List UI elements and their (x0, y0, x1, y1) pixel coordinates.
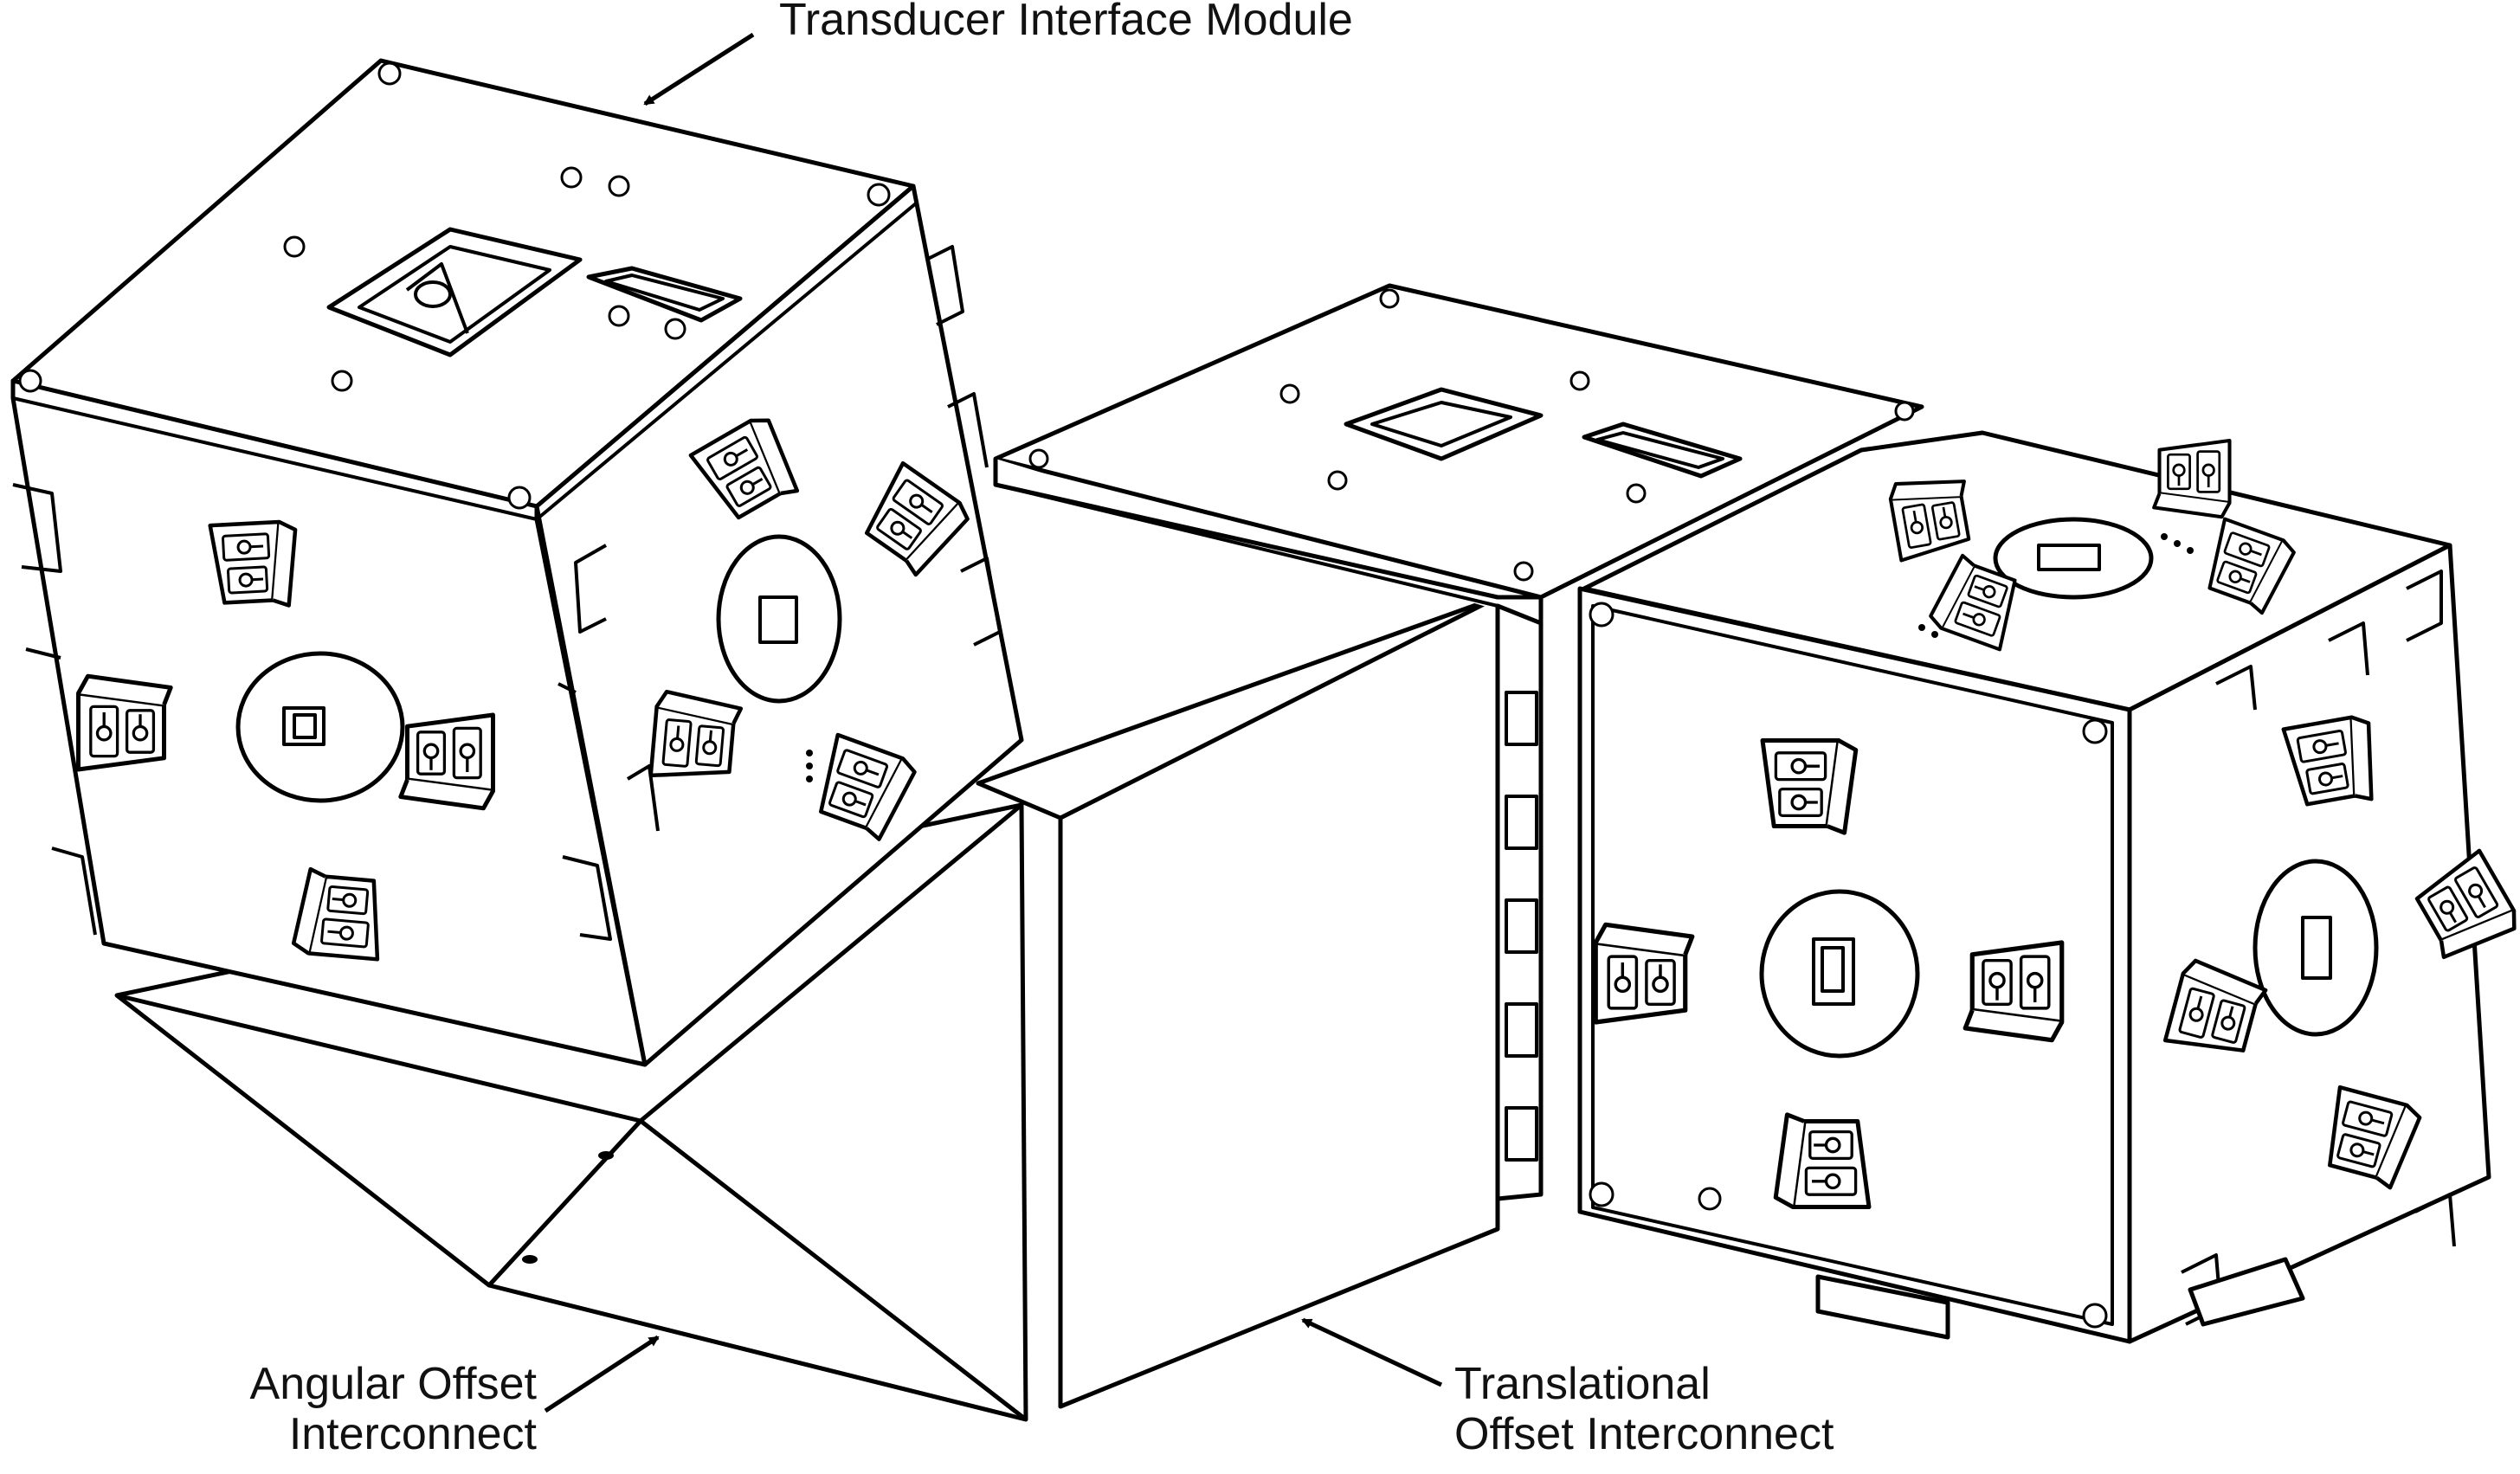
arrow-angular-offset-interconnect (544, 1335, 660, 1413)
callout-arrows (544, 32, 1443, 1413)
translational-offset-interconnect (976, 283, 1924, 1409)
label-transducer-interface-module-text: Transducer Interface Module (779, 0, 1353, 45)
label-angular-offset-line-1: Angular Offset (249, 1359, 537, 1409)
right-module (1577, 430, 2520, 1344)
label-translational-offset-interconnect: Translational Offset Interconnect (1454, 1359, 1834, 1459)
arrow-translational-offset-interconnect (1301, 1317, 1443, 1387)
arrow-transducer-interface-module (643, 32, 755, 106)
transducer-interface-module (10, 58, 1024, 1067)
label-angular-offset-line-2: Interconnect (288, 1409, 537, 1459)
label-translational-offset-line-1: Translational (1454, 1359, 1711, 1409)
label-transducer-interface-module: Transducer Interface Module (779, 0, 1353, 45)
label-angular-offset-interconnect: Angular Offset Interconnect (182, 1359, 537, 1459)
label-translational-offset-line-2: Offset Interconnect (1454, 1409, 1834, 1459)
